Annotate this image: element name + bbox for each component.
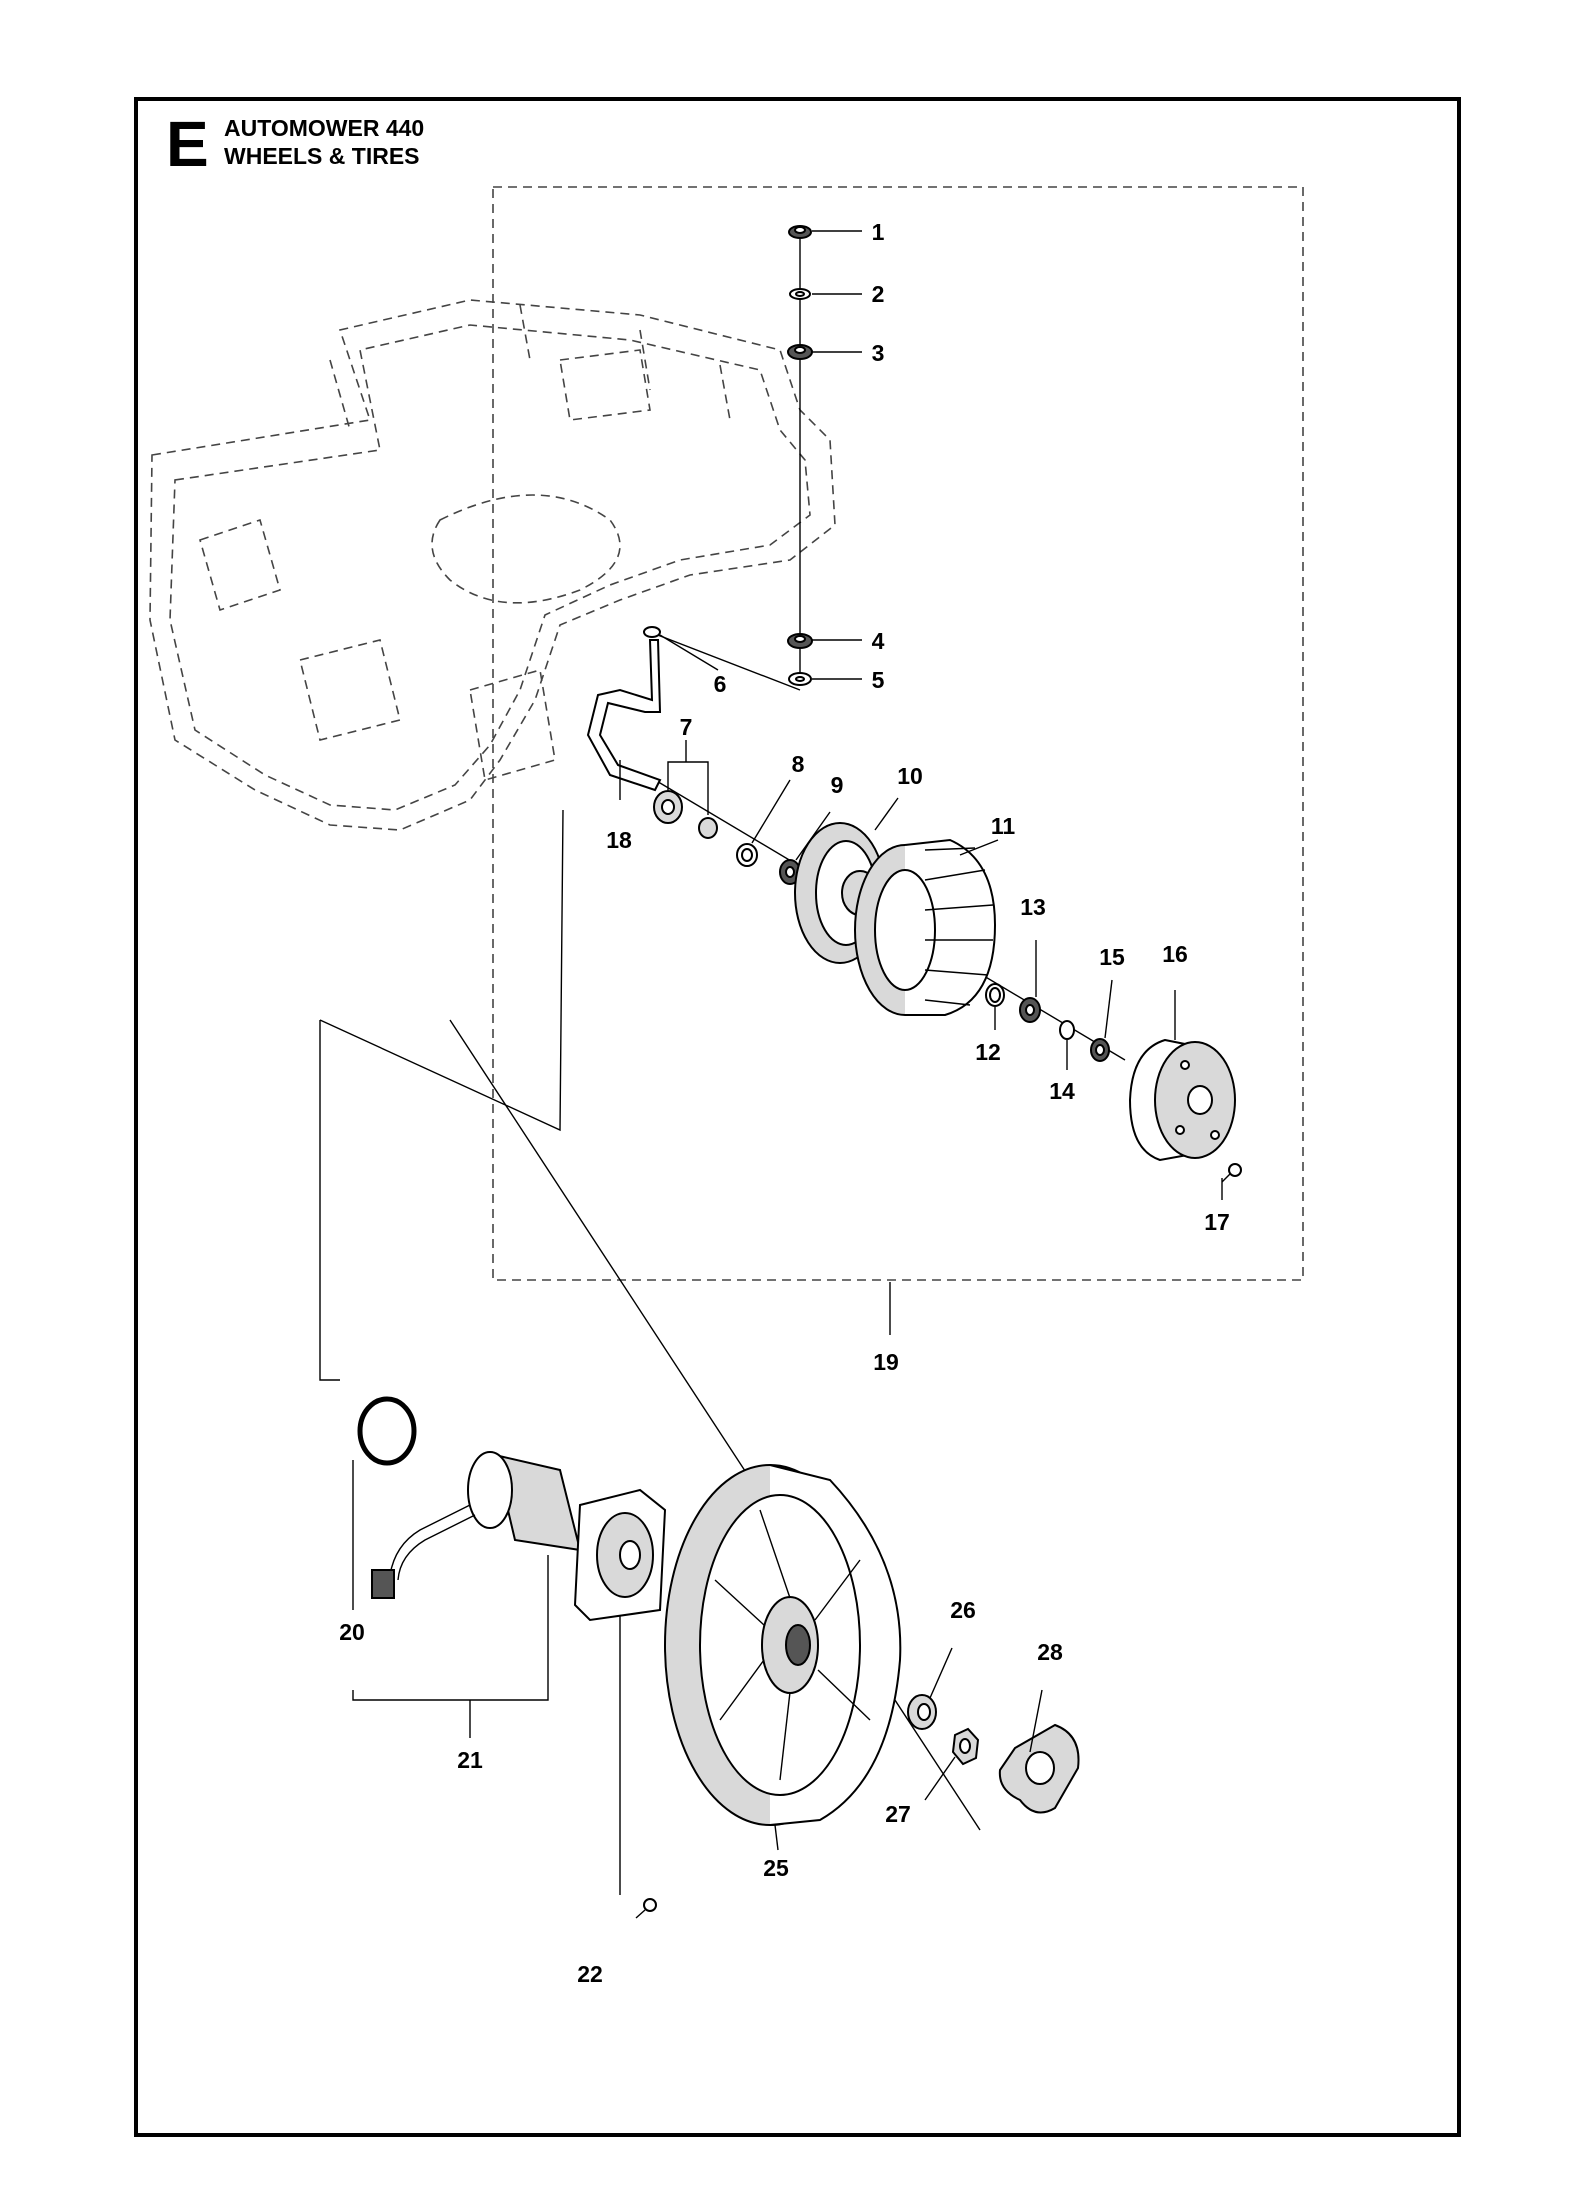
chassis-outline bbox=[149, 299, 836, 831]
callout-16: 16 bbox=[1162, 941, 1188, 967]
callout-3: 3 bbox=[872, 340, 885, 366]
title-model: AUTOMOWER 440 bbox=[224, 115, 425, 141]
part-2 bbox=[789, 288, 811, 300]
callout-labels: 1 2 3 4 5 6 7 8 9 10 11 12 13 14 15 16 1… bbox=[339, 219, 1230, 1987]
callout-21: 21 bbox=[457, 1747, 483, 1773]
part-25 bbox=[664, 1464, 902, 1826]
part-6 bbox=[643, 626, 661, 638]
callout-28: 28 bbox=[1037, 1639, 1063, 1665]
callout-8: 8 bbox=[792, 751, 805, 777]
part-8 bbox=[736, 843, 758, 867]
part-3 bbox=[787, 344, 813, 360]
page-frame bbox=[134, 97, 1461, 2137]
callout-14: 14 bbox=[1049, 1078, 1075, 1104]
callout-11: 11 bbox=[991, 813, 1016, 839]
callout-12: 12 bbox=[975, 1039, 1001, 1065]
callout-10: 10 bbox=[897, 763, 923, 789]
callout-17: 17 bbox=[1204, 1209, 1230, 1235]
part-12 bbox=[985, 983, 1005, 1007]
part-18 bbox=[586, 639, 662, 792]
callout-7: 7 bbox=[680, 714, 693, 740]
part-21 bbox=[371, 1451, 667, 1622]
callout-1: 1 bbox=[872, 219, 885, 245]
callout-13: 13 bbox=[1020, 894, 1046, 920]
callout-leader-lines bbox=[319, 230, 1223, 1895]
part-17 bbox=[1221, 1163, 1242, 1183]
callout-2: 2 bbox=[872, 281, 885, 307]
section-letter: E bbox=[166, 108, 209, 180]
part-7 bbox=[653, 790, 718, 839]
part-11 bbox=[854, 838, 997, 1016]
callout-27: 27 bbox=[885, 1801, 911, 1827]
title-section: WHEELS & TIRES bbox=[224, 143, 420, 169]
part-4 bbox=[787, 633, 813, 649]
part-14 bbox=[1059, 1020, 1075, 1040]
callout-25: 25 bbox=[763, 1855, 789, 1881]
part-1 bbox=[788, 225, 812, 239]
part-26 bbox=[907, 1694, 937, 1730]
part-15 bbox=[1090, 1038, 1110, 1062]
part-16 bbox=[1128, 1038, 1236, 1162]
part-28 bbox=[998, 1723, 1080, 1814]
part-13 bbox=[1019, 997, 1041, 1023]
part-5 bbox=[788, 672, 812, 686]
callout-15: 15 bbox=[1099, 944, 1125, 970]
callout-6: 6 bbox=[714, 671, 727, 697]
callout-9: 9 bbox=[831, 772, 844, 798]
part-27 bbox=[951, 1727, 980, 1766]
part-20 bbox=[357, 1396, 417, 1466]
part-22 bbox=[635, 1898, 657, 1919]
callout-19: 19 bbox=[873, 1349, 899, 1375]
callout-20: 20 bbox=[339, 1619, 365, 1645]
callout-5: 5 bbox=[872, 667, 885, 693]
callout-4: 4 bbox=[872, 628, 885, 654]
callout-22: 22 bbox=[577, 1961, 603, 1987]
callout-18: 18 bbox=[606, 827, 632, 853]
callout-26: 26 bbox=[950, 1597, 976, 1623]
assembly-19-boundary bbox=[492, 186, 1304, 1281]
